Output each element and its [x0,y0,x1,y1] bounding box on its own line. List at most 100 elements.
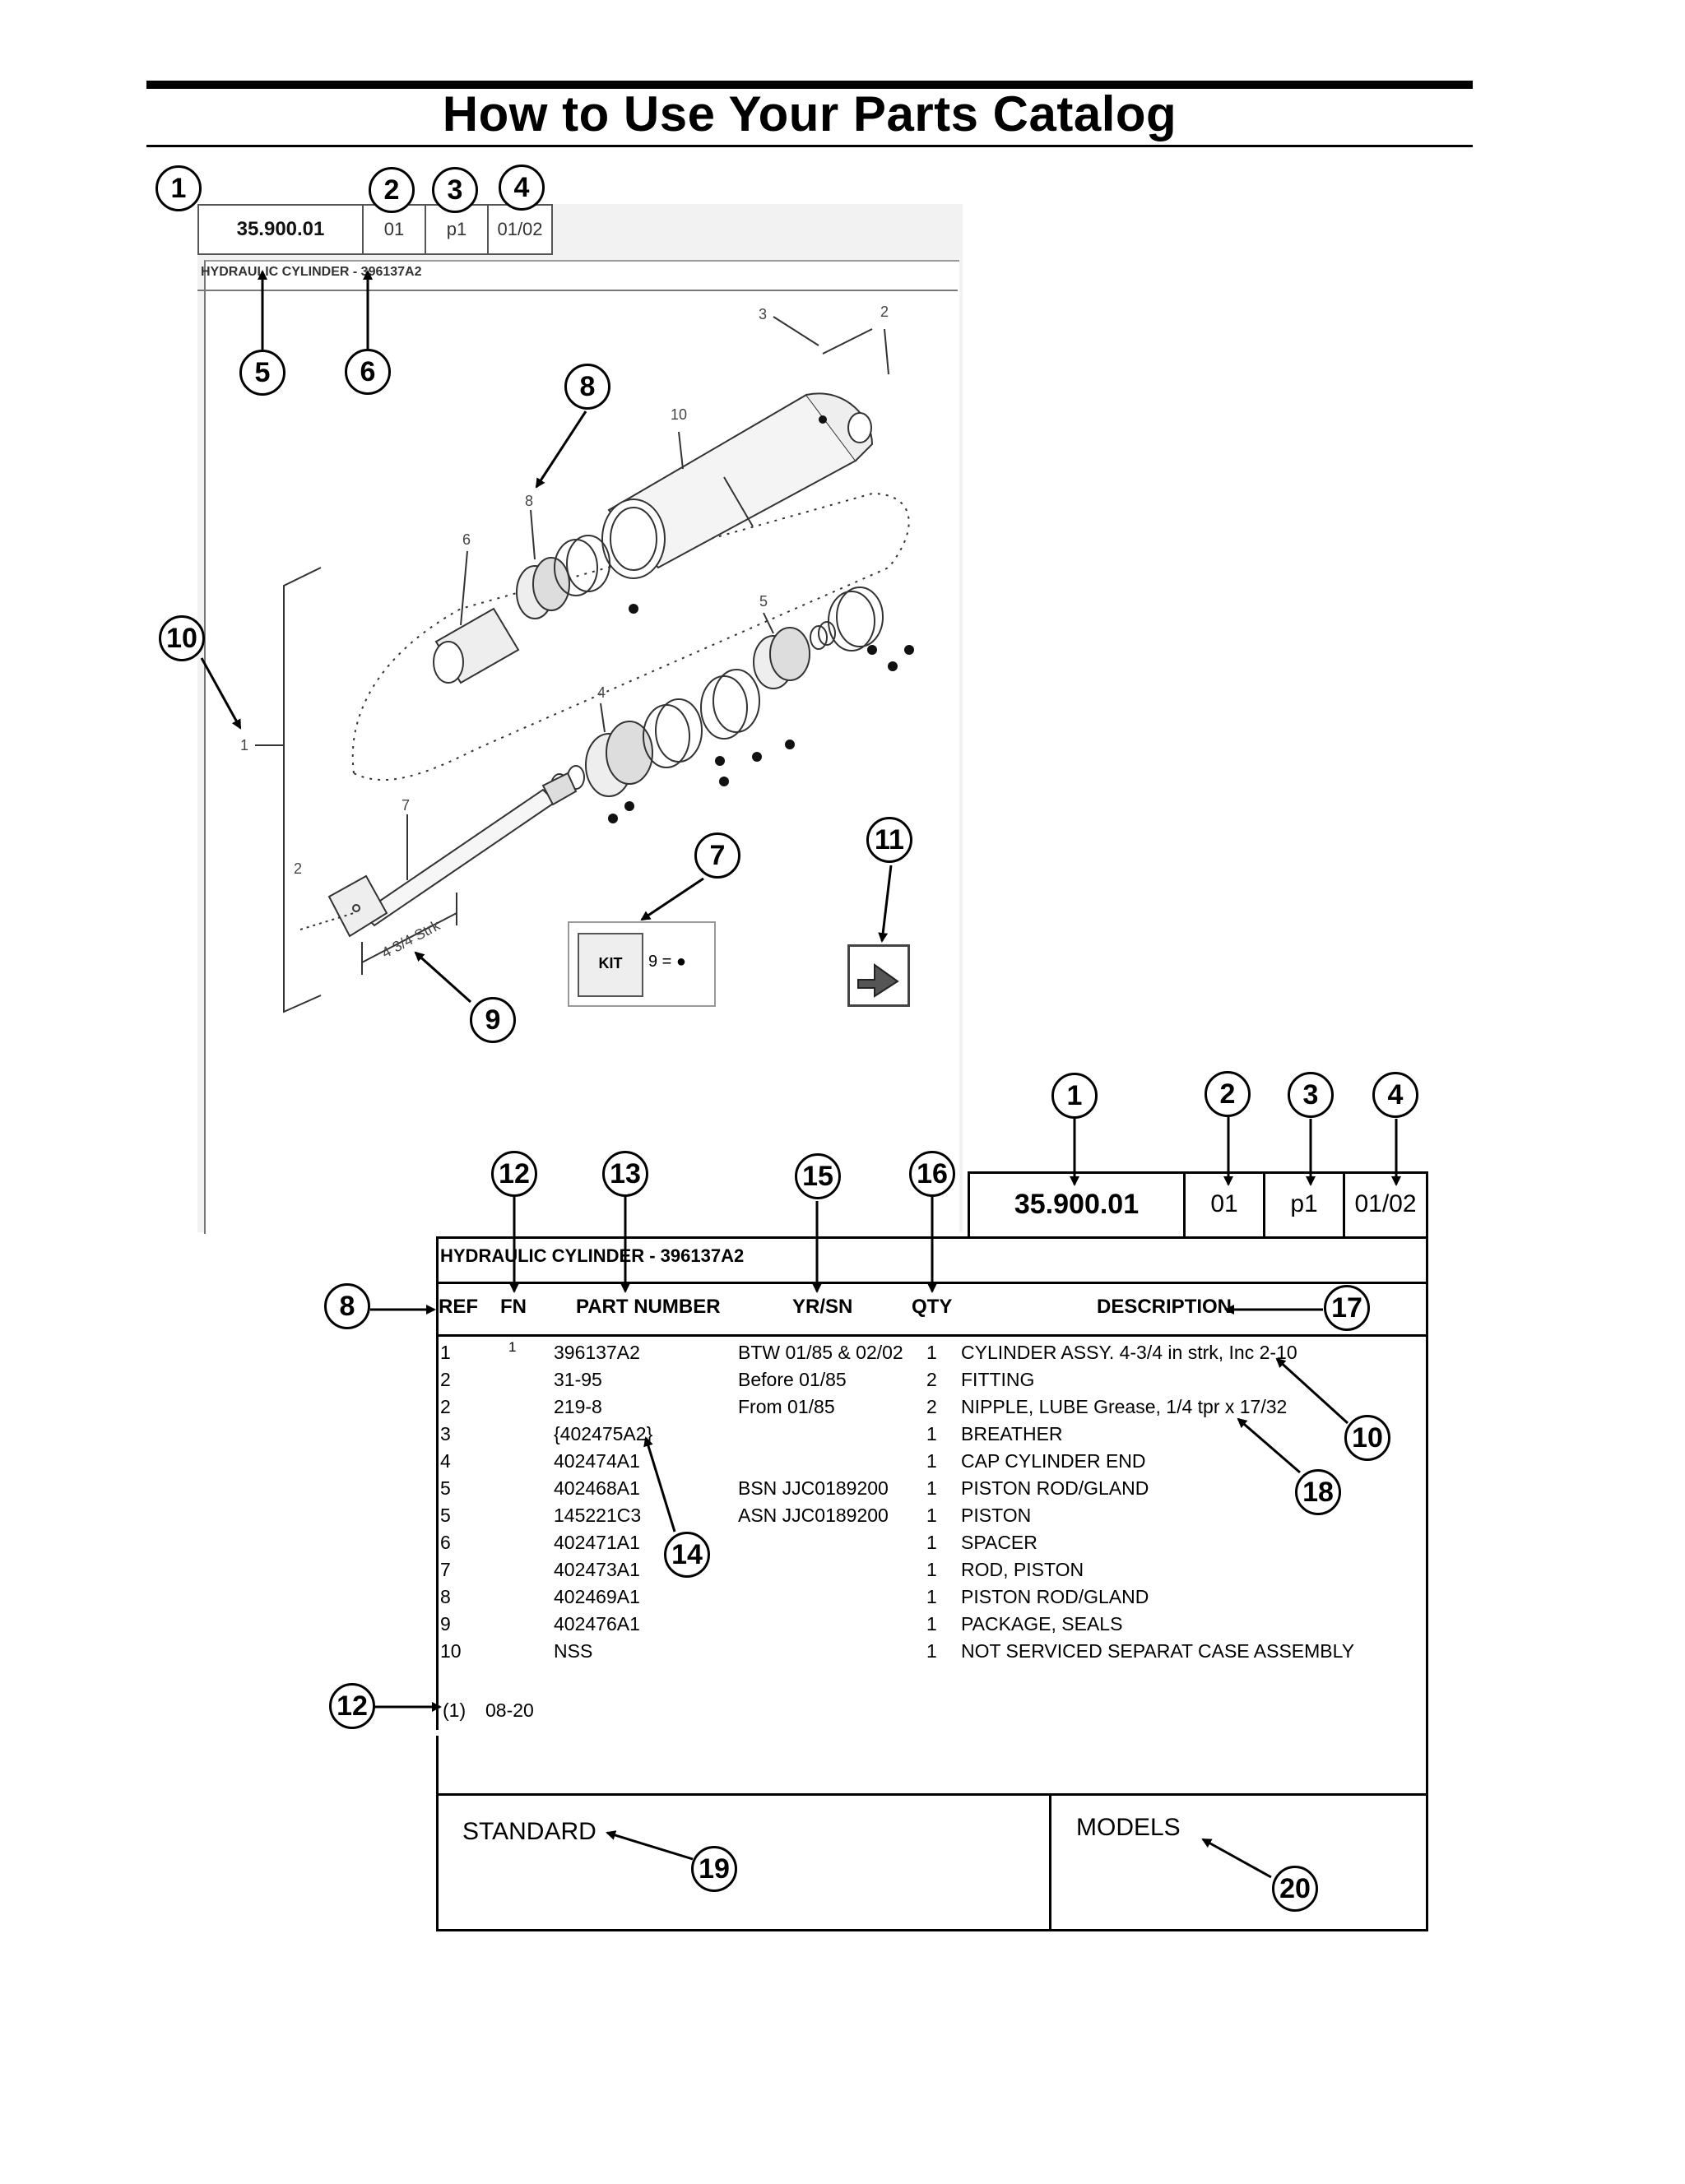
header-rule [436,1334,1428,1337]
row-ref: 8 [440,1586,451,1607]
row-description: CAP CYLINDER END [961,1450,1146,1472]
row-description: SPACER [961,1532,1037,1553]
row-ref: 2 [440,1396,451,1417]
svg-text:6: 6 [462,531,471,548]
svg-text:7: 7 [402,797,410,814]
row-description: BREATHER [961,1423,1063,1444]
row-ref: 5 [440,1505,451,1526]
callout-4-bottom: 4 [1372,1072,1418,1118]
row-description: PISTON ROD/GLAND [961,1586,1149,1607]
row-qty: 1 [926,1477,937,1499]
svg-text:1: 1 [240,737,248,754]
col-header-yr-sn: YR/SN [792,1296,853,1318]
callout-2-top: 2 [369,167,415,213]
col-header-ref: REF [439,1296,478,1318]
row-description: FITTING [961,1369,1035,1390]
row-yr-sn: ASN JJC0189200 [738,1505,889,1526]
row-qty: 1 [926,1586,937,1607]
callout-14: 14 [664,1532,710,1578]
footnote-text: 08-20 [485,1699,534,1721]
callout-6: 6 [345,349,391,395]
date-cell: 01/02 [1343,1171,1428,1239]
svg-text:4: 4 [597,684,606,701]
callout-10-bottom: 10 [1344,1415,1390,1461]
callout-9: 9 [470,997,516,1043]
svg-text:5: 5 [759,593,768,610]
kit-icon: KIT [578,933,643,997]
callout-5: 5 [239,350,285,396]
row-part-number: 402469A1 [554,1586,640,1607]
parts-list-caption: HYDRAULIC CYLINDER - 396137A2 [440,1245,745,1266]
row-qty: 1 [926,1423,937,1444]
row-description: PACKAGE, SEALS [961,1613,1123,1635]
callout-10-top: 10 [159,615,205,661]
callout-4-top: 4 [499,165,545,211]
row-description: ROD, PISTON [961,1559,1084,1580]
row-ref: 3 [440,1423,451,1444]
row-part-number: 402476A1 [554,1613,640,1635]
callout-1-top: 1 [156,165,202,211]
row-part-number: 402474A1 [554,1450,640,1472]
row-ref: 6 [440,1532,451,1553]
row-ref: 7 [440,1559,451,1580]
callout-13: 13 [602,1151,648,1197]
table-right-rule [1426,1236,1428,1931]
row-part-number: 402471A1 [554,1532,640,1553]
row-yr-sn: BTW 01/85 & 02/02 [738,1342,903,1363]
row-qty: 1 [926,1532,937,1553]
callout-8-top: 8 [564,364,610,410]
row-qty: 2 [926,1369,937,1390]
row-yr-sn: From 01/85 [738,1396,835,1417]
footer-divider [1049,1793,1051,1931]
footnote-marker: (1) [443,1699,467,1721]
svg-text:2: 2 [294,860,302,877]
row-description: PISTON [961,1505,1032,1526]
page-title: How to Use Your Parts Catalog [442,86,1177,141]
row-fn: 1 [508,1339,517,1355]
row-part-number: 219-8 [554,1396,602,1417]
row-qty: 1 [926,1640,937,1662]
callout-1-bottom: 1 [1051,1073,1098,1119]
callout-3-bottom: 3 [1288,1072,1334,1118]
col-header-part-number: PART NUMBER [576,1296,721,1318]
callout-16: 16 [909,1151,955,1197]
row-ref: 1 [440,1342,451,1363]
row-part-number: 31-95 [554,1369,602,1390]
row-ref: 4 [440,1450,451,1472]
row-ref: 9 [440,1613,451,1635]
row-ref: 10 [440,1640,462,1662]
callout-8-bottom: 8 [324,1283,370,1329]
scan-caption-rule [197,290,958,291]
svg-text:10: 10 [671,406,687,423]
svg-text:2: 2 [880,304,889,320]
callout-18: 18 [1295,1469,1341,1515]
row-qty: 1 [926,1505,937,1526]
scan-date: 01/02 [487,204,553,255]
table-bottom-rule [436,1929,1428,1931]
row-part-number: {402475A2} [554,1423,653,1444]
callout-12-bottom: 12 [329,1683,375,1729]
row-ref: 5 [440,1477,451,1499]
callout-2-bottom: 2 [1205,1071,1251,1117]
title-underline [146,145,1473,147]
row-part-number: 402473A1 [554,1559,640,1580]
callout-7: 7 [694,832,740,879]
row-yr-sn: BSN JJC0189200 [738,1477,889,1499]
callout-17: 17 [1324,1285,1370,1331]
col-header-description: DESCRIPTION [1097,1296,1232,1318]
next-page-arrow-icon [847,944,910,1007]
table-left-rule [436,1236,439,1730]
row-qty: 1 [926,1342,937,1363]
svg-text:8: 8 [525,493,533,509]
models-label: MODELS [1076,1814,1181,1841]
row-description: NOT SERVICED SEPARAT CASE ASSEMBLY [961,1640,1355,1662]
kit-legend-text: 9 = ● [648,953,686,971]
row-description: PISTON ROD/GLAND [961,1477,1149,1499]
standard-label: STANDARD [462,1818,596,1845]
row-qty: 1 [926,1613,937,1635]
callout-12-top: 12 [491,1151,537,1197]
row-description: CYLINDER ASSY. 4-3/4 in strk, Inc 2-10 [961,1342,1297,1363]
row-part-number: 145221C3 [554,1505,642,1526]
